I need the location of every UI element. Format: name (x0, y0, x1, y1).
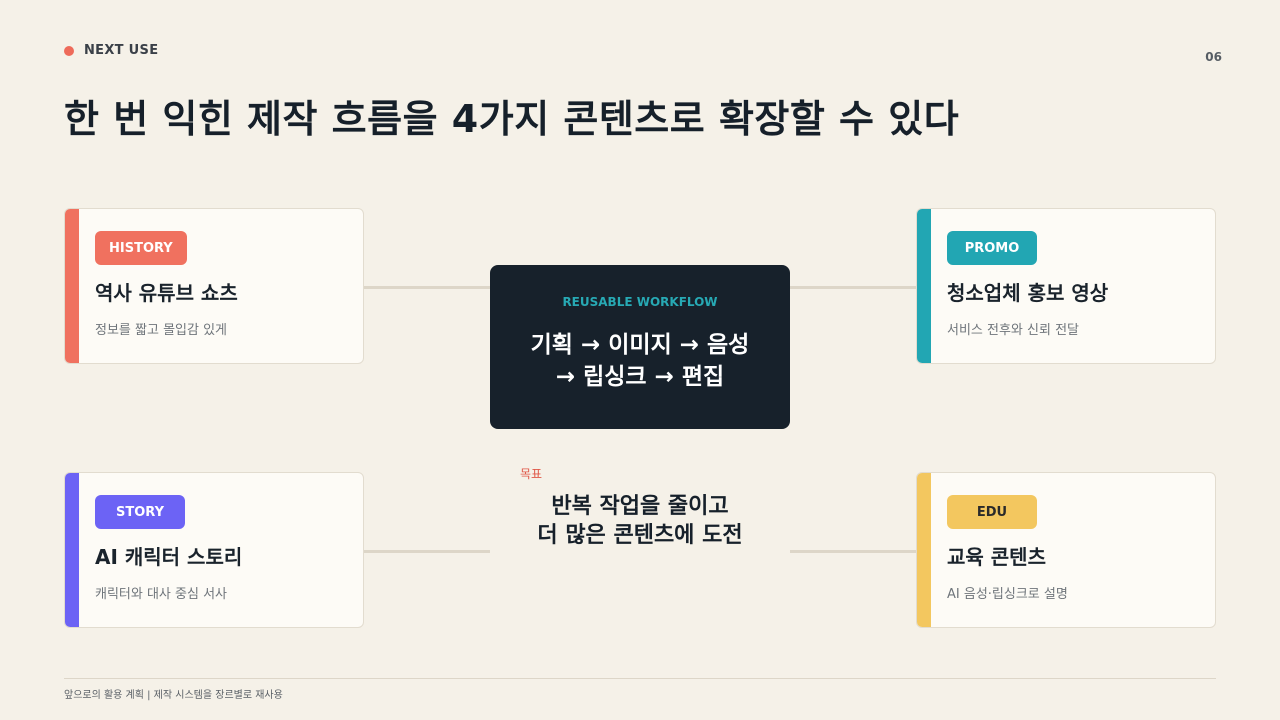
card-subtitle: 캐릭터와 대사 중심 서사 (95, 587, 227, 602)
slide-title: 한 번 익힌 제작 흐름을 4가지 콘텐츠로 확장할 수 있다 (64, 97, 960, 141)
card-title: AI 캐릭터 스토리 (95, 545, 243, 569)
connector-bottom-left (364, 550, 490, 553)
goal-line-1: 반복 작업을 줄이고 (551, 494, 729, 519)
workflow-box: REUSABLE WORKFLOW 기획 → 이미지 → 음성 → 립싱크 → … (490, 265, 790, 429)
card-accent-bar (65, 209, 79, 363)
card-edu: EDU 교육 콘텐츠 AI 음성·립싱크로 설명 (916, 472, 1216, 628)
badge-history: HISTORY (95, 231, 187, 265)
card-accent-bar (65, 473, 79, 627)
connector-top-right (790, 286, 916, 289)
card-title: 역사 유튜브 쇼츠 (95, 281, 238, 305)
goal-text: 반복 작업을 줄이고 더 많은 콘텐츠에 도전 (490, 492, 790, 550)
accent-dot (64, 45, 74, 56)
page-number: 06 (1205, 50, 1222, 64)
section-eyebrow: NEXT USE (64, 43, 158, 58)
eyebrow-label: NEXT USE (84, 43, 159, 58)
badge-edu: EDU (947, 495, 1037, 529)
card-history: HISTORY 역사 유튜브 쇼츠 정보를 짧고 몰입감 있게 (64, 208, 364, 364)
card-title: 교육 콘텐츠 (947, 545, 1046, 569)
badge-promo: PROMO (947, 231, 1037, 265)
card-subtitle: AI 음성·립싱크로 설명 (947, 587, 1068, 602)
card-subtitle: 서비스 전후와 신뢰 전달 (947, 323, 1079, 338)
badge-story: STORY (95, 495, 185, 529)
goal-line-2: 더 많은 콘텐츠에 도전 (537, 523, 743, 548)
workflow-line-2: → 립싱크 → 편집 (555, 364, 725, 390)
card-subtitle: 정보를 짧고 몰입감 있게 (95, 323, 227, 338)
goal-label: 목표 (520, 467, 543, 481)
workflow-label: REUSABLE WORKFLOW (562, 295, 718, 309)
card-story: STORY AI 캐릭터 스토리 캐릭터와 대사 중심 서사 (64, 472, 364, 628)
connector-top-left (364, 286, 490, 289)
card-title: 청소업체 홍보 영상 (947, 281, 1109, 305)
workflow-line-1: 기획 → 이미지 → 음성 (530, 332, 750, 358)
card-accent-bar (917, 209, 931, 363)
card-accent-bar (917, 473, 931, 627)
card-promo: PROMO 청소업체 홍보 영상 서비스 전후와 신뢰 전달 (916, 208, 1216, 364)
workflow-steps: 기획 → 이미지 → 음성 → 립싱크 → 편집 (490, 329, 790, 393)
footer-divider (64, 678, 1216, 679)
footer-text: 앞으로의 활용 계획 | 제작 시스템을 장르별로 재사용 (64, 690, 283, 701)
connector-bottom-right (790, 550, 916, 553)
